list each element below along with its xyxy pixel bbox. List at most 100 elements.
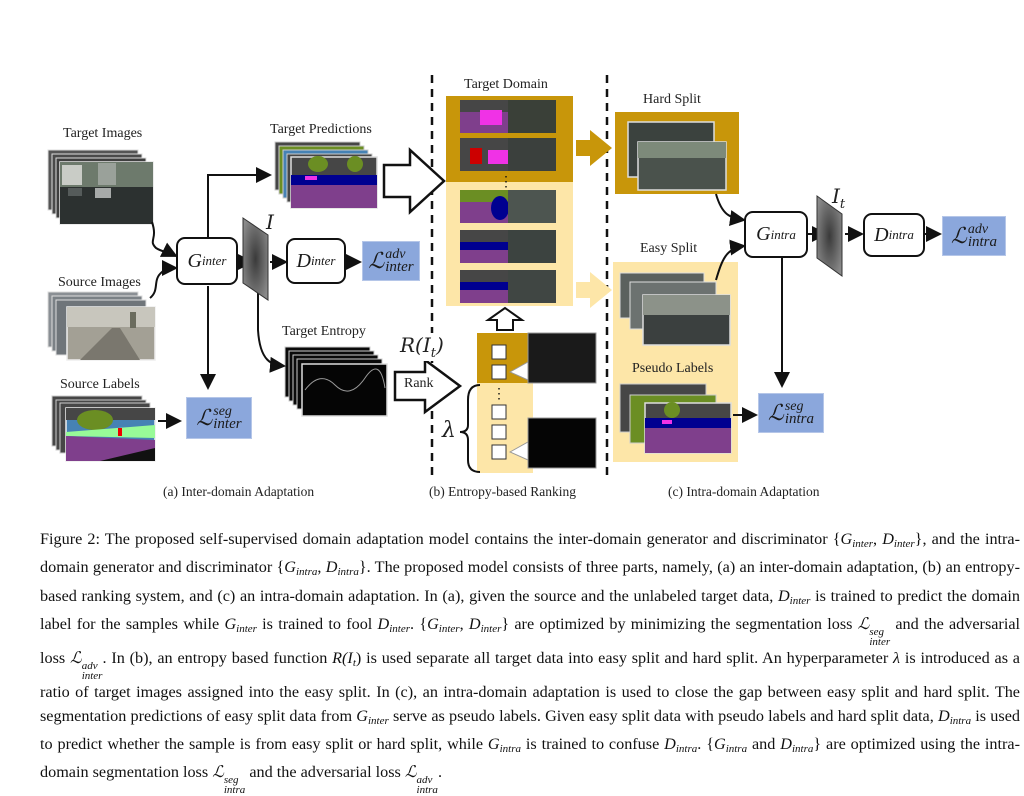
- math-sub: intra: [949, 714, 972, 727]
- caption-text: }. The proposed model consists of three …: [40, 558, 1020, 605]
- math-D: D: [664, 735, 676, 754]
- rank-arrow: [393, 357, 463, 415]
- feature-plate-intra: [816, 195, 843, 277]
- math-sub: intra: [337, 566, 359, 579]
- math-D: D: [780, 735, 792, 754]
- target-domain-label: Target Domain: [464, 77, 548, 92]
- caption-text: is trained to predict the domain label f…: [40, 586, 1020, 634]
- seg-loss-inter-symbol: ℒ: [196, 405, 213, 431]
- caption-text: .: [437, 763, 442, 782]
- caption-text: and the adversarial loss: [40, 615, 1021, 668]
- arrow-hard-to-gintra: [715, 193, 746, 226]
- arrow-easy-to-gintra: [715, 239, 746, 281]
- caption-text: }, and the intra-domain generator and di…: [40, 530, 1021, 577]
- math-sub: intra: [296, 566, 318, 579]
- target-domain-ellipsis: ⋮: [499, 175, 513, 190]
- easy-split-label: Easy Split: [640, 241, 698, 256]
- pseudo-labels-label: Pseudo Labels: [632, 361, 714, 376]
- math-L: ℒ: [70, 649, 82, 668]
- math-sup: adv: [81, 660, 98, 673]
- caption-text: is used to predict whether the sample is…: [40, 706, 1020, 754]
- lambda-label: λ: [442, 418, 456, 443]
- caption-text: ,: [317, 558, 326, 577]
- ranking-ellipsis: ⋮: [492, 387, 506, 402]
- adv-loss-inter-symbol: ℒ: [368, 248, 385, 274]
- adv-loss-intra-sup: adv: [967, 222, 989, 237]
- adv-loss-intra-symbol: ℒ: [950, 223, 967, 249]
- math-sub: inter: [789, 594, 811, 607]
- caption-text: ,: [459, 615, 469, 634]
- feature-plate-inter: [242, 217, 269, 301]
- math-G: G: [284, 558, 296, 577]
- caption-text: The proposed self-supervised domain adap…: [99, 530, 841, 548]
- caption-text: is introduced as a ratio of target image…: [40, 649, 1020, 725]
- discriminator-inter-sub: inter: [310, 253, 336, 268]
- caption-text: ): [355, 649, 362, 668]
- math-sub: inter: [893, 538, 915, 550]
- math-sub: intra: [725, 743, 748, 756]
- caption-text: } are optimized using the intra-domain s…: [40, 735, 1020, 782]
- generator-inter-symbol: G: [187, 249, 202, 272]
- math-sub: inter: [438, 623, 460, 636]
- source-images-label: Source Images: [58, 275, 141, 290]
- feature-label-intra-sub: t: [839, 197, 846, 212]
- math-lambda: λ: [893, 649, 901, 668]
- generator-inter-sub: inter: [201, 253, 227, 268]
- math-sub: inter: [236, 623, 257, 636]
- subcaption-c: (c) Intra-domain Adaptation: [668, 484, 820, 499]
- discriminator-intra-symbol: D: [874, 223, 889, 246]
- subcaption-a: (a) Inter-domain Adaptation: [163, 484, 315, 499]
- caption-text: . {: [410, 615, 428, 634]
- ranking-function-text: R(I: [400, 333, 431, 357]
- seg-loss-inter-sub: inter: [213, 416, 242, 432]
- math-sub: intra: [499, 743, 522, 756]
- adv-loss-inter-sup: adv: [385, 247, 406, 262]
- math-sub: inter: [480, 623, 502, 636]
- caption-text: is trained to fool: [256, 615, 378, 634]
- math-sup: adv: [416, 774, 433, 787]
- rank-label: Rank: [404, 376, 434, 391]
- ranking-function-close: ): [436, 333, 444, 357]
- ranking-function-label: R(It): [398, 333, 446, 361]
- math-sub: intra: [416, 784, 438, 796]
- math-sub: inter: [869, 636, 891, 649]
- math-sub: inter: [367, 714, 389, 727]
- arrow-feature-to-entropy: [257, 290, 286, 373]
- seg-loss-intra-sub: intra: [784, 411, 815, 427]
- hollow-arrow-predictions: [382, 147, 446, 215]
- math-sub: t: [352, 657, 356, 670]
- figure-diagram: ⋮ ⋮: [47, 75, 1006, 499]
- discriminator-inter-symbol: D: [296, 249, 311, 272]
- caption-text: . {: [697, 735, 714, 754]
- caption-text: serve as pseudo labels. Given easy split…: [388, 706, 938, 725]
- arrow-ginter-to-predictions: [207, 167, 272, 238]
- caption-text: and: [747, 735, 781, 754]
- caption-text: and the adversarial loss: [245, 763, 405, 782]
- source-images-stack: [47, 291, 156, 361]
- math-D: D: [882, 530, 894, 548]
- source-labels-label: Source Labels: [60, 377, 140, 392]
- arrow-target-to-ginter: [151, 221, 178, 257]
- caption-text: ,: [873, 530, 883, 548]
- adv-loss-inter-sub: inter: [385, 259, 414, 275]
- math-L: ℒ: [212, 763, 224, 782]
- math-sup: seg: [869, 626, 885, 639]
- math-D: D: [468, 615, 481, 634]
- math-G: G: [713, 735, 726, 754]
- caption-text: . In (b), an entropy based function: [102, 649, 333, 668]
- arrow-to-hard-split: [576, 130, 612, 166]
- caption-text: is trained to confuse: [521, 735, 665, 754]
- math-sub: inter: [81, 670, 103, 683]
- math-sub: intra: [675, 743, 698, 756]
- target-images-label: Target Images: [63, 126, 143, 141]
- target-entropy-label: Target Entropy: [282, 324, 366, 339]
- math-G: G: [487, 735, 500, 754]
- target-domain-panel: [446, 96, 573, 306]
- generator-intra-sub: intra: [770, 226, 796, 242]
